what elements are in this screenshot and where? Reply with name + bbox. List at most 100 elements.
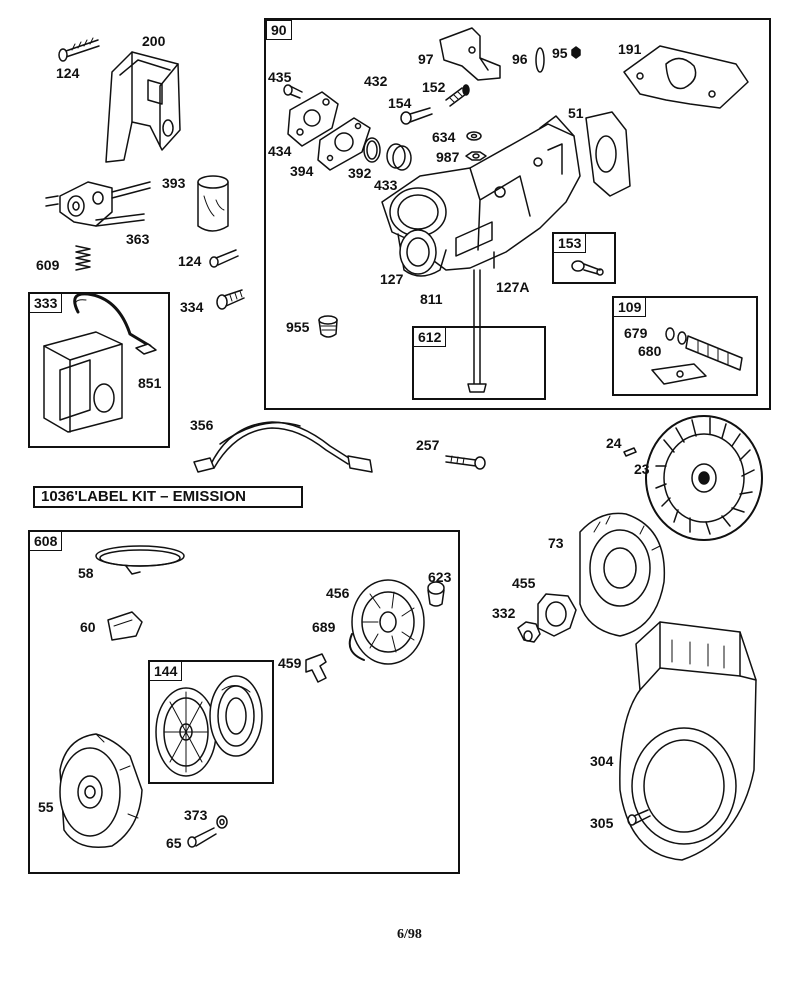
part-number: 851 (138, 375, 162, 391)
spring-609-drawing (75, 245, 91, 271)
part-number: 191 (618, 41, 642, 57)
page-footer-date: 6/98 (397, 927, 422, 942)
group-tag-153: 153 (553, 233, 587, 253)
seal-433-drawing (386, 143, 412, 171)
part-number: 23 (634, 461, 650, 477)
screw-334-drawing (216, 289, 245, 310)
housing-304-drawing (619, 621, 757, 861)
group-box-144 (148, 660, 274, 784)
nut-987-drawing (465, 151, 487, 161)
part-number: 152 (422, 79, 446, 95)
bolt-257-drawing (445, 455, 486, 470)
part-number: 24 (606, 435, 622, 451)
cup-455-drawing (537, 593, 577, 637)
part-number: 955 (286, 319, 310, 335)
part-number: 73 (548, 535, 564, 551)
part-number: 433 (374, 177, 398, 193)
sleeve-393-drawing (197, 175, 229, 232)
part-number: 623 (428, 569, 452, 585)
part-number: 154 (388, 95, 412, 111)
plate-434-drawing (287, 91, 339, 147)
screw-124-top-drawing (58, 37, 100, 62)
part-number: 432 (364, 73, 388, 89)
screw-305-drawing (627, 809, 651, 826)
screen-73-drawing (579, 512, 666, 637)
part-number: 200 (142, 33, 166, 49)
screw-65-drawing (187, 827, 217, 848)
nut-332-drawing (517, 621, 541, 643)
screw-623-drawing (427, 581, 445, 607)
part-number: 393 (162, 175, 186, 191)
armature-333-drawing (43, 292, 152, 433)
part-number: 127 (380, 271, 404, 287)
part-number: 97 (418, 51, 434, 67)
group-tag-109: 109 (613, 297, 647, 317)
group-tag-608: 608 (29, 531, 63, 551)
rewind-144-drawing (155, 675, 263, 777)
part-number: 65 (166, 835, 182, 851)
gasket-191-drawing (623, 45, 749, 109)
part-number: 124 (178, 253, 202, 269)
oring-392-drawing (363, 137, 381, 163)
part-109-drawing (651, 327, 743, 385)
part-number: 127A (496, 279, 530, 295)
part-number: 811 (420, 291, 443, 307)
pawl-459-drawing (305, 653, 327, 683)
part-number: 394 (290, 163, 314, 179)
gasket-51-drawing (585, 111, 631, 197)
bracket-200-drawing (105, 51, 181, 163)
part-number: 334 (180, 299, 204, 315)
part-number: 459 (278, 655, 302, 671)
part-number: 257 (416, 437, 440, 453)
screw-154-drawing (400, 107, 433, 125)
part-number: 51 (568, 105, 584, 121)
group-tag-144: 144 (149, 661, 183, 681)
part-number: 332 (492, 605, 516, 621)
ring-96-drawing (535, 47, 545, 73)
group-box-333 (28, 292, 170, 448)
clip-851-drawing (135, 343, 157, 355)
part-number: 455 (512, 575, 536, 591)
group-tag-612: 612 (413, 327, 447, 347)
group-box-608 (28, 530, 460, 874)
group-box-612 (412, 326, 546, 400)
part-number: 363 (126, 231, 150, 247)
part-number: 95 (552, 45, 568, 61)
part-number: 679 (624, 325, 648, 341)
wire-harness-356-drawing (193, 421, 373, 473)
ring-689-drawing (348, 633, 365, 661)
starter-cup-55-drawing (59, 733, 143, 848)
screw-435-drawing (283, 84, 303, 99)
plug-955-drawing (318, 315, 338, 338)
part-number: 58 (78, 565, 94, 581)
part-number: 124 (56, 65, 80, 81)
part-number: 96 (512, 51, 528, 67)
rope-58-drawing (95, 545, 185, 575)
group-tag-333: 333 (29, 293, 63, 313)
part-number: 634 (432, 129, 456, 145)
washer-634-drawing (466, 131, 482, 141)
part-number: 609 (36, 257, 60, 273)
part-number: 305 (590, 815, 614, 831)
carburetor-127-drawing (381, 115, 581, 277)
part-number: 456 (326, 585, 350, 601)
part-number: 680 (638, 343, 662, 359)
flywheel-23-drawing (645, 415, 763, 541)
part-number: 689 (312, 619, 336, 635)
screw-124-mid-drawing (209, 249, 239, 268)
pulley-456-drawing (351, 579, 425, 665)
label-kit-emission: 1036'LABEL KIT – EMISSION (33, 486, 303, 508)
part-number: 987 (436, 149, 460, 165)
group-tag-90: 90 (266, 20, 292, 40)
part-number: 434 (268, 143, 292, 159)
washer-373-drawing (216, 815, 228, 829)
screw-152-drawing (445, 84, 470, 107)
part-number: 435 (268, 69, 292, 85)
part-number: 60 (80, 619, 96, 635)
group-box-90 (264, 18, 771, 410)
nut-95-drawing (571, 46, 581, 59)
group-box-109 (612, 296, 758, 396)
part-number: 392 (348, 165, 372, 181)
gasket-394-drawing (317, 117, 371, 171)
part-number: 373 (184, 807, 208, 823)
